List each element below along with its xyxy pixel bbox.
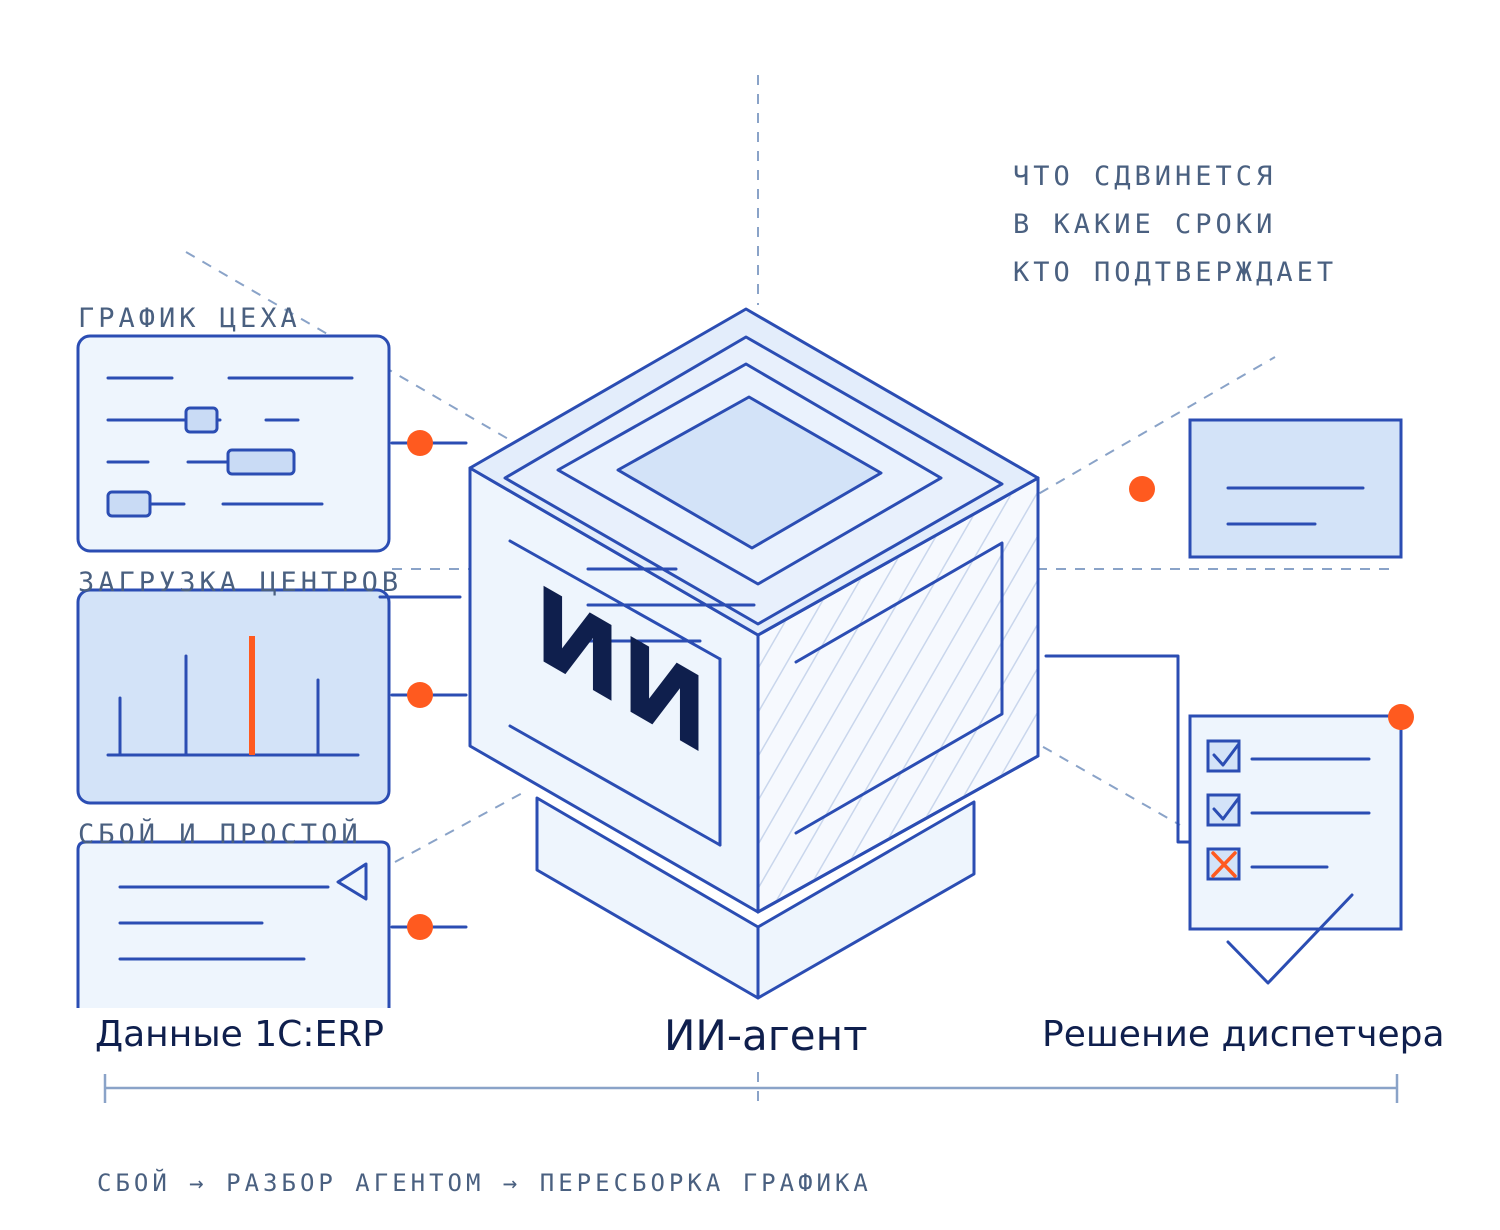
connector-dot — [1129, 476, 1155, 502]
footer-flow: СБОЙ → РАЗБОР АГЕНТОМ → ПЕРЕСБОРКА ГРАФИ… — [97, 1168, 872, 1197]
play-icon — [336, 862, 368, 901]
gantt-task — [106, 490, 152, 518]
failure-label: СБОЙ И ПРОСТОЙ — [78, 818, 362, 850]
question-3: КТО ПОДТВЕРЖДАЕТ — [1013, 257, 1337, 288]
schedule-panel — [76, 334, 391, 553]
question-2: В КАКИЕ СРОКИ — [1013, 209, 1276, 240]
timeline — [103, 1074, 1399, 1103]
connector-dot — [407, 430, 433, 456]
load-panel — [76, 588, 391, 805]
decision-connector — [1044, 654, 1192, 844]
checkbox-rejected-icon — [1206, 847, 1241, 881]
caption-data: Данные 1С:ERP — [95, 1014, 384, 1055]
connector-dot — [1388, 704, 1414, 730]
summary-card — [1188, 418, 1403, 559]
caption-decision: Решение диспетчера — [1042, 1014, 1445, 1055]
checkbox-checked-icon — [1206, 739, 1241, 773]
checkbox-checked-icon — [1206, 793, 1241, 827]
question-1: ЧТО СДВИНЕТСЯ — [1013, 161, 1276, 192]
failure-panel — [76, 840, 391, 1008]
gantt-task — [226, 448, 296, 476]
decision-checklist — [1188, 714, 1403, 931]
approve-check-icon — [1226, 893, 1354, 985]
gantt-task — [184, 406, 219, 434]
schedule-label: ГРАФИК ЦЕХА — [78, 303, 301, 334]
connector-dot — [407, 682, 433, 708]
caption-agent: ИИ-агент — [664, 1011, 868, 1060]
left-connectors — [378, 430, 468, 940]
load-label: ЗАГРУЗКА ЦЕНТРОВ — [78, 567, 402, 598]
connector-dot — [407, 914, 433, 940]
ai-cube — [468, 307, 1040, 1000]
